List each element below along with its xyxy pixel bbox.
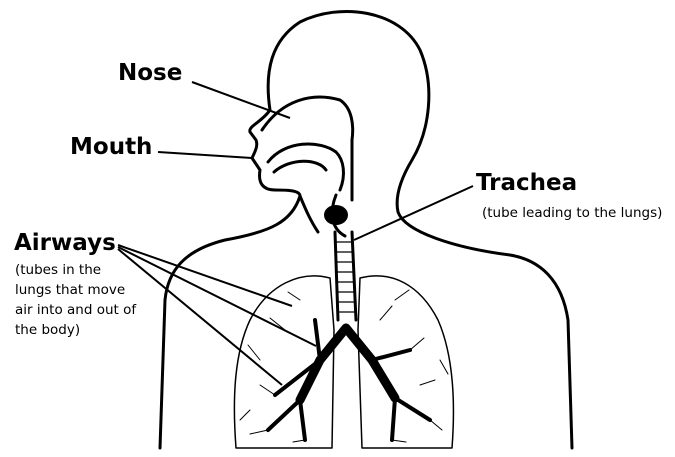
mouth-label: Mouth (70, 134, 152, 160)
trachea-pointer (354, 186, 473, 240)
nasal-cavity (262, 97, 353, 140)
tongue (274, 161, 326, 172)
nose-pointer (192, 82, 290, 118)
trachea-tube (335, 232, 356, 320)
airways-label: Airways (14, 230, 116, 256)
larynx (324, 205, 348, 225)
trachea-label: Trachea (476, 170, 577, 196)
nose-label: Nose (118, 60, 182, 86)
fine-airways (240, 290, 448, 442)
mouth-pointer (158, 152, 252, 158)
neck-line (300, 196, 318, 232)
trachea-description: (tube leading to the lungs) (482, 203, 662, 223)
body-outline (160, 11, 572, 448)
airways-description: (tubes in the lungs that move air into a… (15, 260, 140, 340)
airways-pointer-1 (118, 245, 292, 306)
